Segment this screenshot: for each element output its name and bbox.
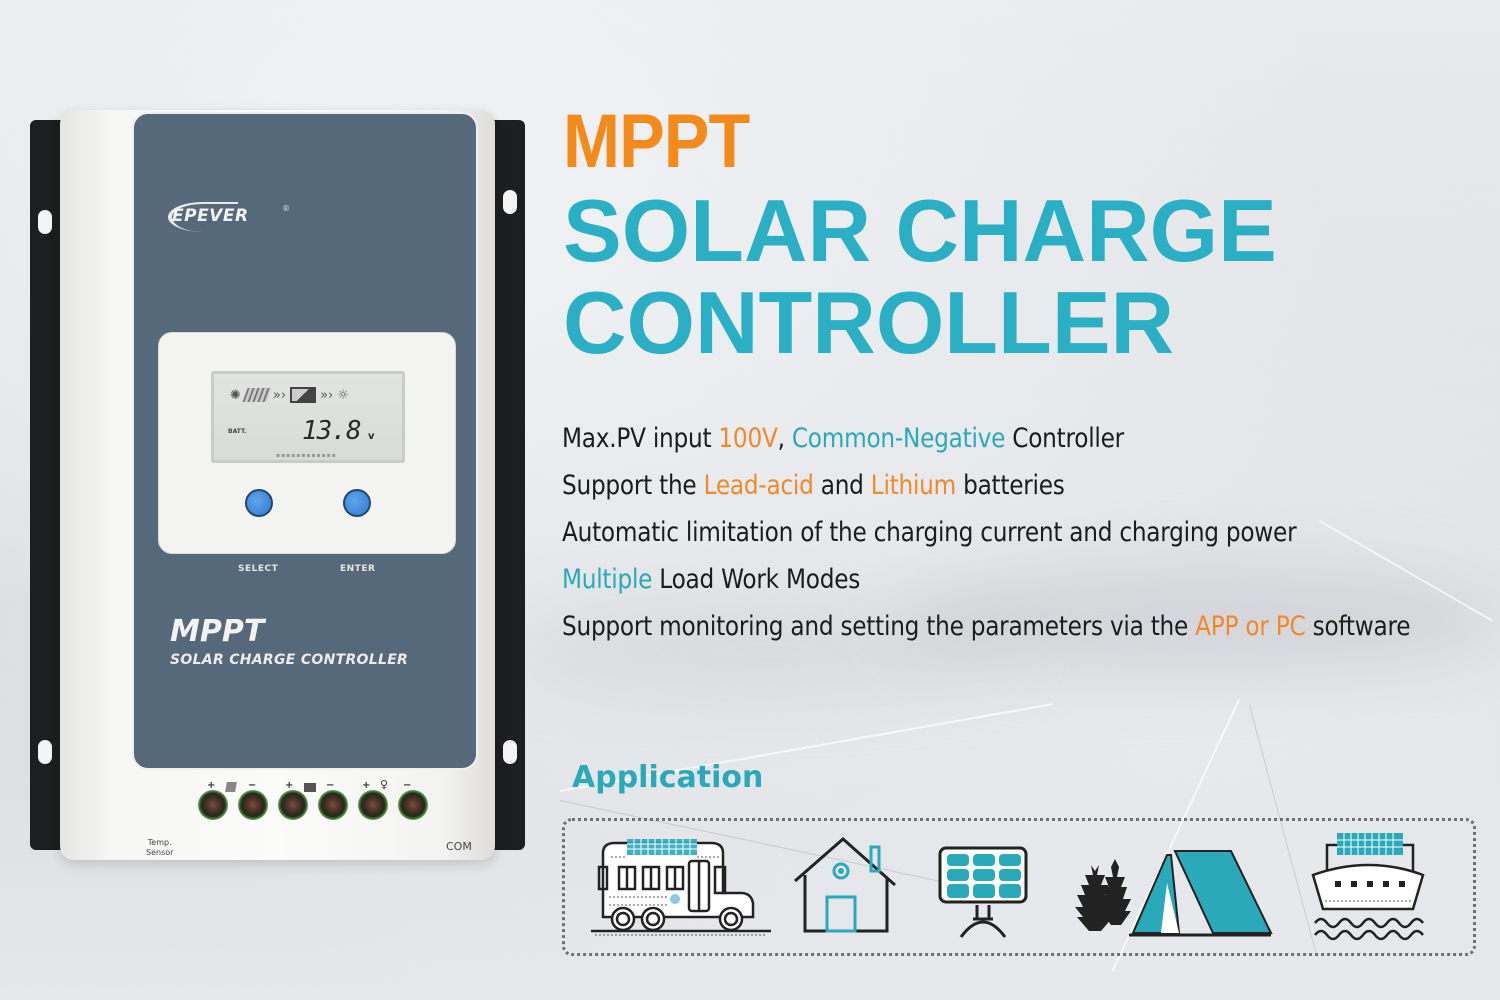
feature-list: Max.PV input 100V, Common-Negative Contr… xyxy=(562,420,1500,655)
feature-item: Multiple Load Work Modes xyxy=(562,561,1410,608)
headline-mppt: MPPT xyxy=(563,99,750,184)
camping-tent-icon xyxy=(1075,850,1273,937)
display-card: ✺ »› »› ☼ BATT. 13.8 v ▪▪▪▪▪▪▪▪▪▪▪▪ xyxy=(158,332,456,554)
feature-item: Support monitoring and setting the param… xyxy=(562,608,1411,655)
enter-button[interactable] xyxy=(343,489,371,517)
load-bulb-icon: ♀ xyxy=(380,778,389,791)
feature-text: Support monitoring and setting the param… xyxy=(562,611,1196,642)
load-minus-label: − xyxy=(403,780,412,791)
temp-sensor-label: Temp. Sensor xyxy=(146,838,173,858)
mounting-hole xyxy=(503,190,517,214)
solar-panel-icon xyxy=(938,846,1028,938)
lcd-batt-label: BATT. xyxy=(228,428,247,435)
application-title: Application xyxy=(572,760,764,795)
feature-highlight: Multiple xyxy=(562,564,653,595)
load-negative-terminal xyxy=(398,790,428,820)
brand-logo: EPEVER xyxy=(172,206,249,226)
feature-highlight: APP or PC xyxy=(1195,611,1306,642)
registered-mark: ® xyxy=(282,204,290,213)
pv-negative-terminal xyxy=(238,790,268,820)
battery-terminal-icon xyxy=(304,783,316,792)
temp-sensor-label-line2: Sensor xyxy=(146,848,174,857)
feature-text: Load Work Modes xyxy=(652,564,861,595)
enter-button-label: ENTER xyxy=(340,564,376,574)
feature-highlight: Common-Negative xyxy=(791,423,1006,454)
chevrons-icon: »› xyxy=(320,387,334,403)
application-icons-panel xyxy=(562,818,1476,956)
lcd-voltage-value: 13.8 xyxy=(302,416,362,446)
background-haze xyxy=(520,600,1020,700)
mounting-hole xyxy=(38,210,52,234)
feature-text: Automatic limitation of the charging cur… xyxy=(562,517,1297,548)
house-icon xyxy=(794,837,896,933)
sun-icon: ✺ xyxy=(230,387,241,403)
background-haze xyxy=(900,560,1500,680)
device-body: EPEVER ® ✺ »› »› ☼ BATT. 13.8 v ▪▪▪▪▪▪▪▪… xyxy=(60,110,495,860)
rv-bus-icon xyxy=(591,839,771,936)
feature-text: Max.PV input xyxy=(562,423,719,454)
temp-sensor-label-line1: Temp. xyxy=(147,838,172,847)
battery-plus-label: + xyxy=(285,780,294,791)
terminal-block xyxy=(198,790,428,820)
feature-highlight: Lead-acid xyxy=(703,470,814,501)
front-panel: EPEVER ® ✺ »› »› ☼ BATT. 13.8 v ▪▪▪▪▪▪▪▪… xyxy=(132,112,478,770)
battery-positive-terminal xyxy=(278,790,308,820)
pv-plus-label: + xyxy=(207,780,216,791)
device-mppt-title: MPPT xyxy=(170,614,265,649)
battery-minus-label: − xyxy=(326,780,335,791)
headline-line-2: CONTROLLER xyxy=(563,273,1175,372)
feature-item: Max.PV input 100V, Common-Negative Contr… xyxy=(562,420,1410,467)
feature-highlight: Lithium xyxy=(870,470,956,501)
feature-text: Controller xyxy=(1005,423,1124,454)
lcd-status-icons: ✺ »› »› ☼ xyxy=(230,382,400,408)
charge-controller-device: EPEVER ® ✺ »› »› ☼ BATT. 13.8 v ▪▪▪▪▪▪▪▪… xyxy=(30,110,525,860)
battery-icon xyxy=(290,387,317,403)
headline-line-1: SOLAR CHARGE xyxy=(563,181,1277,280)
load-positive-terminal xyxy=(358,790,388,820)
lcd-screen: ✺ »› »› ☼ BATT. 13.8 v ▪▪▪▪▪▪▪▪▪▪▪▪ xyxy=(211,371,405,463)
device-subtitle: SOLAR CHARGE CONTROLLER xyxy=(170,652,409,668)
lcd-voltage-unit: v xyxy=(368,431,375,442)
select-button[interactable] xyxy=(245,489,273,517)
brand-swoosh-icon xyxy=(168,202,238,232)
feature-item: Automatic limitation of the charging cur… xyxy=(562,514,1410,561)
feature-text: Support the xyxy=(562,470,704,501)
battery-negative-terminal xyxy=(318,790,348,820)
ship-icon xyxy=(1311,833,1425,941)
bulb-icon: ☼ xyxy=(337,387,349,403)
lcd-segment-bar: ▪▪▪▪▪▪▪▪▪▪▪▪ xyxy=(276,452,337,459)
panel-icon xyxy=(242,388,272,402)
feature-text: batteries xyxy=(955,470,1065,501)
load-plus-label: + xyxy=(362,780,371,791)
pv-positive-terminal xyxy=(198,790,228,820)
mounting-hole xyxy=(503,740,517,764)
feature-item: Support the Lead-acid and Lithium batter… xyxy=(562,467,1410,514)
feature-highlight: 100V xyxy=(718,423,778,454)
chevrons-icon: »› xyxy=(272,387,287,403)
feature-text: software xyxy=(1305,611,1411,642)
mounting-hole xyxy=(38,740,52,764)
feature-text: and xyxy=(813,470,871,501)
feature-text: , xyxy=(777,423,792,454)
pv-minus-label: − xyxy=(248,780,257,791)
select-button-label: SELECT xyxy=(238,564,279,574)
com-port-label: COM xyxy=(446,840,472,853)
